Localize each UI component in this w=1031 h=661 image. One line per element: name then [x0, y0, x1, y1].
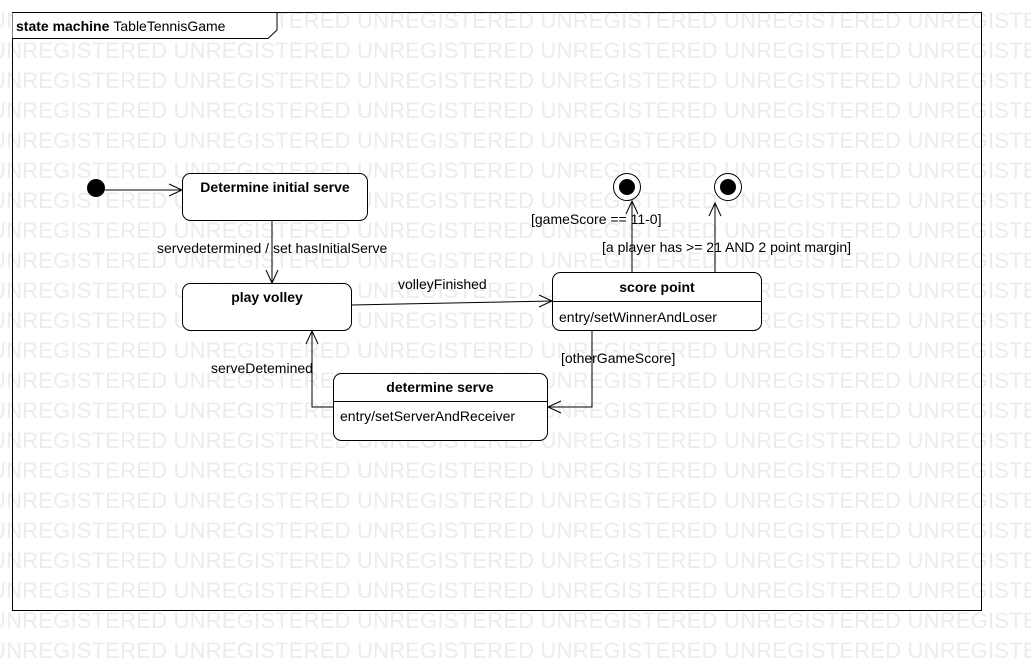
state-name: play volley [231, 289, 303, 305]
arrowhead [625, 199, 639, 215]
label-game-score-final: [gameScore == 11-0] [531, 211, 661, 227]
state-box [182, 173, 368, 221]
initial-pseudostate [87, 179, 105, 197]
final-state-dot [720, 179, 736, 195]
state-score-point[interactable]: score point entry/setWinnerAndLoser [552, 272, 762, 331]
edge-other-game-score [548, 331, 593, 408]
label-player-margin: [a player has >= 21 AND 2 point margin] [602, 239, 851, 255]
label-served-determined: servedetermined / set hasInitialServe [157, 240, 388, 256]
state-entry-action: entry/setServerAndReceiver [340, 408, 515, 424]
final-state-dot [619, 179, 635, 195]
label-other-game-score: [otherGameScore] [561, 350, 675, 366]
edge-serve-determined [311, 331, 333, 408]
final-state-2 [714, 173, 742, 201]
state-determine-serve[interactable]: determine serve entry/setServerAndReceiv… [333, 373, 548, 441]
arrowhead [708, 201, 722, 217]
state-name: Determine initial serve [200, 179, 350, 195]
label-serve-determined: serveDetemined [211, 360, 313, 376]
state-name: determine serve [386, 379, 494, 395]
frame-tab [12, 12, 278, 39]
state-name: score point [619, 279, 695, 295]
frame-border [12, 12, 982, 611]
state-box [182, 283, 352, 331]
transition-labels: servedetermined / set hasInitialServe vo… [157, 211, 851, 376]
state-entry-action: entry/setWinnerAndLoser [559, 309, 717, 325]
final-state-1 [613, 173, 641, 201]
state-determine-initial-serve[interactable]: Determine initial serve [182, 173, 368, 221]
frame-name: TableTennisGame [113, 18, 225, 34]
state-box [333, 373, 548, 441]
edge-volley-finished [351, 300, 553, 306]
state-play-volley[interactable]: play volley [182, 283, 352, 331]
label-volley-finished: volleyFinished [398, 276, 487, 292]
frame-keyword: state machine [16, 18, 110, 34]
